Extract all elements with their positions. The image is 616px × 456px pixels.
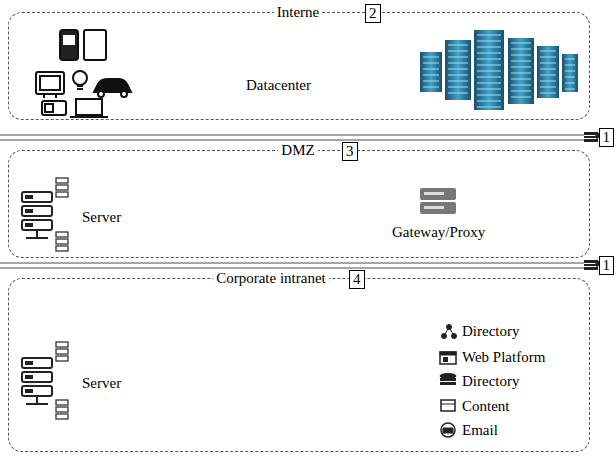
zone-title: Interne (274, 3, 322, 21)
network-zone: Interne2 (8, 12, 590, 120)
callout-text: 2 (369, 5, 377, 21)
callout-text: 4 (353, 271, 361, 287)
callout-number: 1 (599, 128, 615, 147)
callout-number: 3 (342, 142, 358, 161)
callout-text: 1 (603, 129, 611, 145)
callout-number: 2 (365, 4, 381, 23)
callout-number: 4 (349, 270, 365, 289)
datacenter-label: Datacenter (246, 76, 311, 94)
server-label: Server (82, 208, 121, 226)
callout-text: 3 (346, 143, 354, 159)
server-label: Server (82, 374, 121, 392)
callout-text: 1 (603, 257, 611, 273)
service-label: Content (462, 397, 510, 415)
callout-number: 1 (599, 256, 615, 275)
service-label: Directory (462, 372, 519, 390)
network-zone: DMZ3 (8, 150, 590, 258)
zone-title: Corporate intranet (213, 269, 329, 287)
service-label: Web Platform (462, 348, 545, 366)
gateway-label: Gateway/Proxy (392, 223, 485, 241)
service-label: Directory (462, 322, 519, 340)
zone-title: DMZ (278, 141, 317, 159)
service-label: Email (462, 421, 498, 439)
